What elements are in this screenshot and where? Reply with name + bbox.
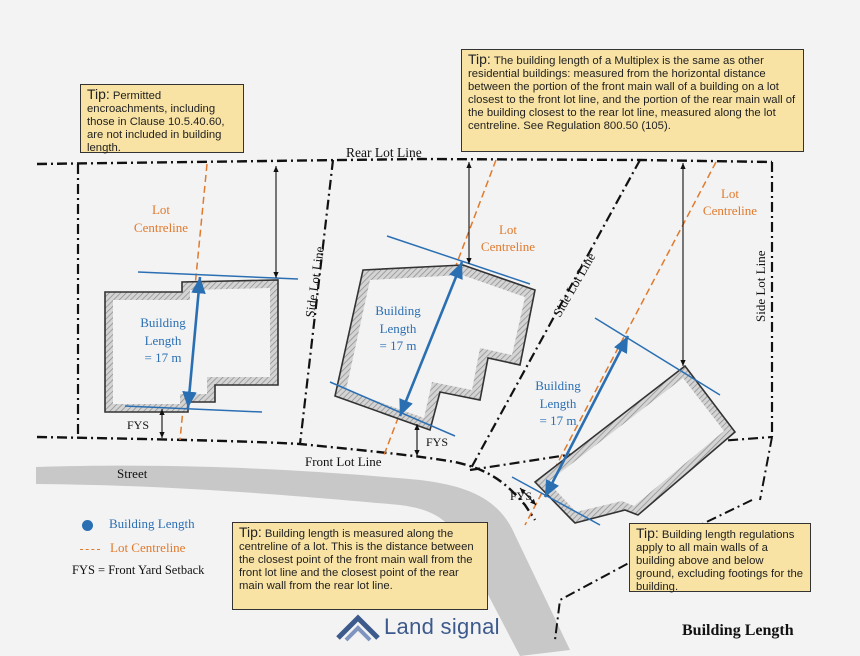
lot-centreline-label-1a: Lot [152, 202, 170, 217]
building-2-rear-line [329, 381, 456, 437]
side-lot-line-label-1: Side Lot Line [302, 245, 327, 318]
side-lot-line-2 [298, 159, 335, 445]
tip-text: Building length regulations apply to all… [636, 529, 804, 593]
building-1-rear-line [124, 405, 263, 413]
side-lot-line-label-3: Side Lot Line [753, 250, 768, 322]
legend-building-length: Building Length [78, 516, 195, 532]
front-lot-line-label: Front Lot Line [305, 454, 382, 469]
side-lot-line-label-2: Side Lot Line [550, 250, 599, 320]
lot-centreline-label-3a: Lot [721, 186, 739, 201]
rear-lot-line [36, 157, 773, 166]
fys-label-3: FYS [510, 489, 532, 503]
building-3-rear-line [511, 476, 601, 526]
building-1-front-line [137, 271, 299, 280]
tip-head: Tip: [87, 86, 110, 102]
tip-box-bottom-right: Tip:Building length regulations apply to… [629, 523, 811, 593]
lot-centreline-label-3b: Centreline [703, 203, 757, 218]
fys-label-1: FYS [127, 418, 149, 432]
building-length-label-3a: Building [535, 378, 581, 393]
footer-title: Building Length [682, 622, 794, 639]
blue-dot-icon [82, 519, 93, 531]
land-signal-logo: Land signal [336, 612, 516, 646]
building-length-label-1c: = 17 m [145, 350, 182, 365]
tip-text: Building length is measured along the ce… [239, 528, 474, 592]
legend-fys: FYS = Front Yard Setback [72, 563, 204, 578]
building-1-length-arrow [182, 276, 206, 409]
street [36, 465, 570, 656]
lot-centreline-label-2b: Centreline [481, 239, 535, 254]
fys-label-2: FYS [426, 435, 448, 449]
building-2-front-line [386, 235, 531, 285]
building-1-inner [113, 288, 270, 404]
tip-head: Tip: [636, 525, 659, 541]
building-length-label-1a: Building [140, 315, 186, 330]
legend-label: Building Length [109, 516, 195, 531]
building-length-label-2a: Building [375, 303, 421, 318]
tip-head: Tip: [239, 524, 262, 540]
tip-text: The building length of a Multiplex is th… [468, 55, 796, 132]
house-logo-icon [336, 614, 380, 642]
fys-arrow-3 [519, 487, 537, 506]
lot-line-bottom-right [554, 499, 753, 641]
tip-box-top-right: Tip:The building length of a Multiplex i… [461, 49, 804, 152]
building-2-length-arrow [398, 261, 464, 417]
lot-centreline-label-1b: Centreline [134, 220, 188, 235]
tip-head: Tip: [468, 51, 491, 67]
side-lot-line-5 [759, 436, 773, 501]
legend-label: FYS = Front Yard Setback [72, 563, 205, 577]
street-label: Street [117, 466, 148, 481]
front-lot-line [36, 435, 536, 521]
building-length-label-3b: Length [540, 396, 577, 411]
logo-text: Land signal [384, 614, 500, 639]
tip-text: Permitted encroachments, including those… [87, 90, 225, 154]
tip-box-bottom-center: Tip:Building length is measured along th… [232, 522, 488, 610]
building-3-length-arrow [543, 335, 630, 498]
building-length-label-3c: = 17 m [540, 413, 577, 428]
building-length-label-2c: = 17 m [380, 338, 417, 353]
building-3-front-line [594, 317, 721, 396]
orange-dash-icon [80, 548, 100, 550]
legend-lot-centreline: Lot Centreline [80, 540, 185, 556]
tip-box-left: Tip:Permitted encroachments, including t… [80, 84, 244, 154]
lot-centreline-label-2a: Lot [499, 222, 517, 237]
rear-lot-line-label: Rear Lot Line [346, 145, 422, 160]
side-lot-line-3 [469, 159, 641, 471]
building-length-label-1b: Length [145, 333, 182, 348]
building-length-label-2b: Length [380, 321, 417, 336]
legend-label: Lot Centreline [110, 540, 186, 555]
